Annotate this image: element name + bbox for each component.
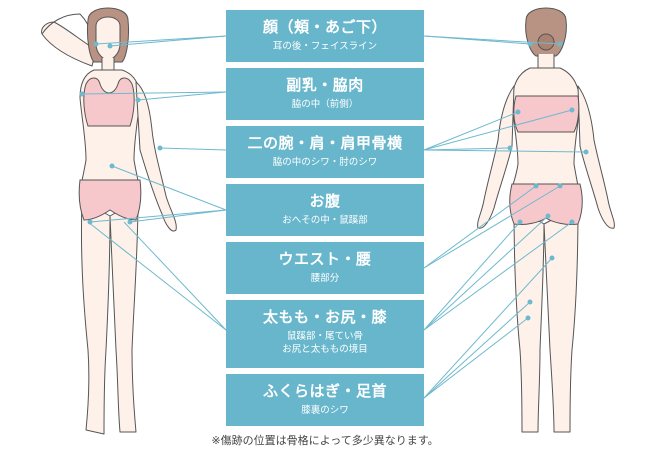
area-box-armpit: 副乳・脇肉 脇の中（前側）: [226, 68, 424, 120]
point-markers: [79, 41, 589, 321]
area-box-thigh: 太もも・お尻・膝 鼠蹊部・尾てい骨 お尻と太ももの境目: [226, 300, 424, 368]
area-box-waist: ウエスト・腰 腰部分: [226, 242, 424, 294]
area-subtext: 脇の中（前側）: [291, 99, 359, 110]
area-title: 太もも・お尻・膝: [262, 308, 387, 326]
area-subtext: おへその中・鼠蹊部: [282, 215, 368, 226]
connector-lines: [81, 35, 587, 399]
area-box-belly: お腹 おへその中・鼠蹊部: [226, 184, 424, 236]
area-title: 二の腕・肩・肩甲骨横: [247, 134, 403, 152]
area-box-upper-arm: 二の腕・肩・肩甲骨横 脇の中のシワ・肘のシワ: [226, 126, 424, 178]
area-box-calf: ふくらはぎ・足首 膝裏のシワ: [226, 374, 424, 426]
area-subtext: 腰部分: [310, 273, 340, 284]
area-title: お腹: [309, 192, 341, 210]
footnote: ※傷跡の位置は骨格によって多少異なります。: [211, 434, 439, 447]
area-subtext: 膝裏のシワ: [301, 405, 349, 416]
area-title: ふくらはぎ・足首: [262, 382, 387, 400]
back-figure: [477, 7, 615, 433]
area-title: 副乳・脇肉: [286, 76, 364, 94]
area-box-face: 顔（頬・あご下） 耳の後・フェイスライン: [226, 10, 424, 62]
area-subtext: お尻と太ももの境目: [282, 344, 368, 355]
front-figure: [41, 7, 177, 435]
area-title: ウエスト・腰: [278, 250, 372, 268]
front-underwear: [78, 77, 142, 221]
area-subtext: 鼠蹊部・尾てい骨: [286, 331, 363, 342]
area-title: 顔（頬・あご下）: [262, 18, 387, 36]
area-subtext: 脇の中のシワ・肘のシワ: [272, 157, 378, 168]
area-subtext: 耳の後・フェイスライン: [272, 41, 378, 52]
